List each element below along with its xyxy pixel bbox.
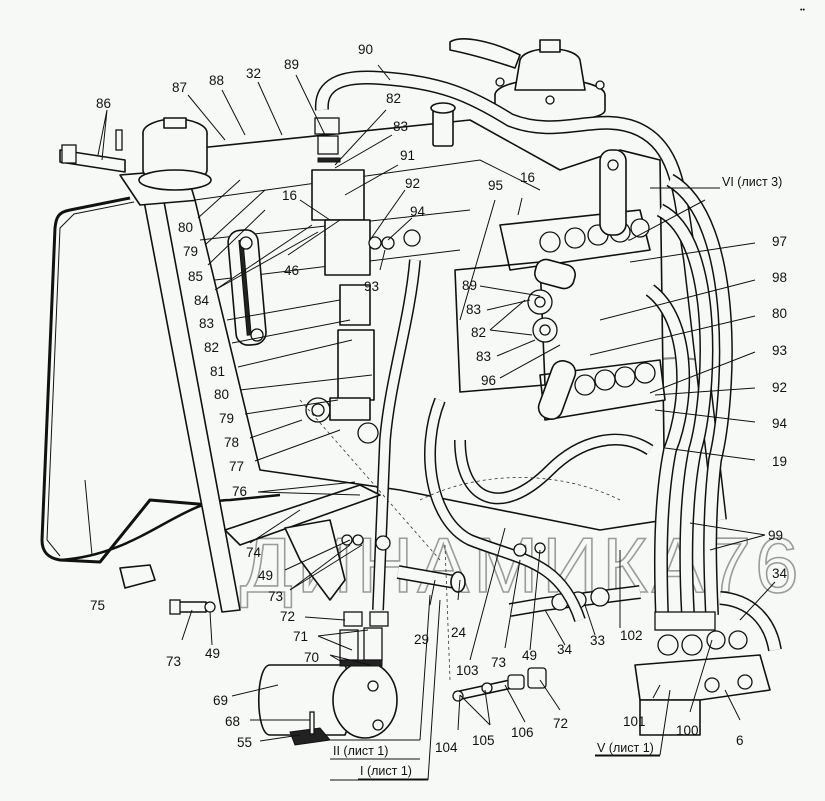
callout-34-b: 34 [557,642,573,657]
manifold-block-101 [634,611,771,736]
callout-104: 104 [435,740,458,755]
distributor-block-lower [539,359,666,421]
view-references: VI (лист 3) II (лист 1) I (лист 1) V (ли… [330,175,782,780]
filter-69 [257,627,398,746]
callout-33: 33 [590,633,605,648]
callout-87: 87 [172,80,187,95]
callout-92-b: 92 [772,380,787,395]
fittings-right [527,258,577,420]
leader-lines [84,64,776,781]
hose-34-right [719,591,782,652]
callout-95: 95 [488,178,503,193]
callout-92: 92 [405,176,420,191]
callout-82-b: 82 [204,340,219,355]
callout-73-c: 73 [491,655,506,670]
view-ref-ii: II (лист 1) [333,744,388,758]
callout-69: 69 [213,693,228,708]
callout-55: 55 [237,735,252,750]
callout-34: 34 [772,566,788,581]
view-ref-v: V (лист 1) [597,741,654,755]
callout-93: 93 [364,279,379,294]
valve-91 [311,117,375,401]
callout-72-b: 72 [553,716,568,731]
callout-70: 70 [304,650,319,665]
callout-106: 106 [511,725,534,740]
callout-77: 77 [229,459,244,474]
callout-79: 79 [183,244,198,259]
bolt-73-left [169,599,216,615]
filler-cap [430,102,456,147]
callout-101: 101 [623,714,646,729]
callout-105: 105 [472,733,495,748]
callout-75: 75 [90,598,105,613]
callout-49-c: 49 [522,648,537,663]
callout-89-b: 89 [462,278,477,293]
callout-83-b: 83 [199,316,214,331]
callout-49-b: 49 [205,646,220,661]
callout-84: 84 [194,293,210,308]
filter-housing-left [59,117,212,191]
callout-80-b: 80 [214,387,229,402]
centerlines [299,399,621,681]
callout-94: 94 [410,204,426,219]
callout-labels: 86 87 88 32 89 90 82 83 91 92 94 16 80 7… [90,42,788,755]
callout-68: 68 [225,714,240,729]
callout-99: 99 [768,528,783,543]
callout-90: 90 [358,42,373,57]
callout-102: 102 [620,628,643,643]
callout-80-c: 80 [772,306,787,321]
callout-82: 82 [386,91,401,106]
middle-pipes [396,397,654,622]
filter-housing-top [449,38,606,123]
callout-6: 6 [736,733,744,748]
callout-81: 81 [210,364,225,379]
level-gauge-left [227,229,267,346]
callout-96: 96 [481,373,496,388]
callout-46: 46 [284,263,299,278]
callout-80: 80 [178,220,193,235]
callout-29: 29 [414,632,429,647]
mounting-bracket [119,484,381,601]
callout-83: 83 [393,119,408,134]
callout-49: 49 [258,568,273,583]
callout-85: 85 [188,269,203,284]
callout-91: 91 [400,148,415,163]
hose-to-filter [343,259,421,627]
corner-mark: •• [800,7,805,14]
callout-86: 86 [96,96,111,111]
view-ref-vi: VI (лист 3) [722,175,782,189]
callout-24: 24 [451,625,467,640]
panel-right [454,261,546,393]
callout-89: 89 [284,57,299,72]
fittings-104-106 [452,667,547,702]
callout-72: 72 [280,609,295,624]
callout-32: 32 [246,66,261,81]
callout-19: 19 [772,454,787,469]
callout-103: 103 [456,663,479,678]
callout-93-b: 93 [772,343,787,358]
callout-73-b: 73 [166,654,181,669]
callout-73: 73 [268,589,283,604]
callout-78: 78 [224,435,239,450]
callout-76: 76 [232,484,247,499]
callout-74: 74 [246,545,262,560]
view-ref-i: I (лист 1) [360,764,412,778]
callout-71: 71 [293,629,308,644]
callout-16-b: 16 [520,170,535,185]
callout-16: 16 [282,188,297,203]
callout-100: 100 [676,723,699,738]
callout-79-b: 79 [219,411,234,426]
level-gauge-right [599,149,627,236]
hose-90 [314,70,727,521]
callout-82-c: 82 [471,325,486,340]
callout-97: 97 [772,234,787,249]
callout-83-d: 83 [476,349,491,364]
callout-83-c: 83 [466,302,481,317]
callout-98: 98 [772,270,787,285]
bolts-center [341,534,546,557]
callout-94-b: 94 [772,416,788,431]
hoses-99 [645,173,733,616]
callout-88: 88 [209,73,224,88]
